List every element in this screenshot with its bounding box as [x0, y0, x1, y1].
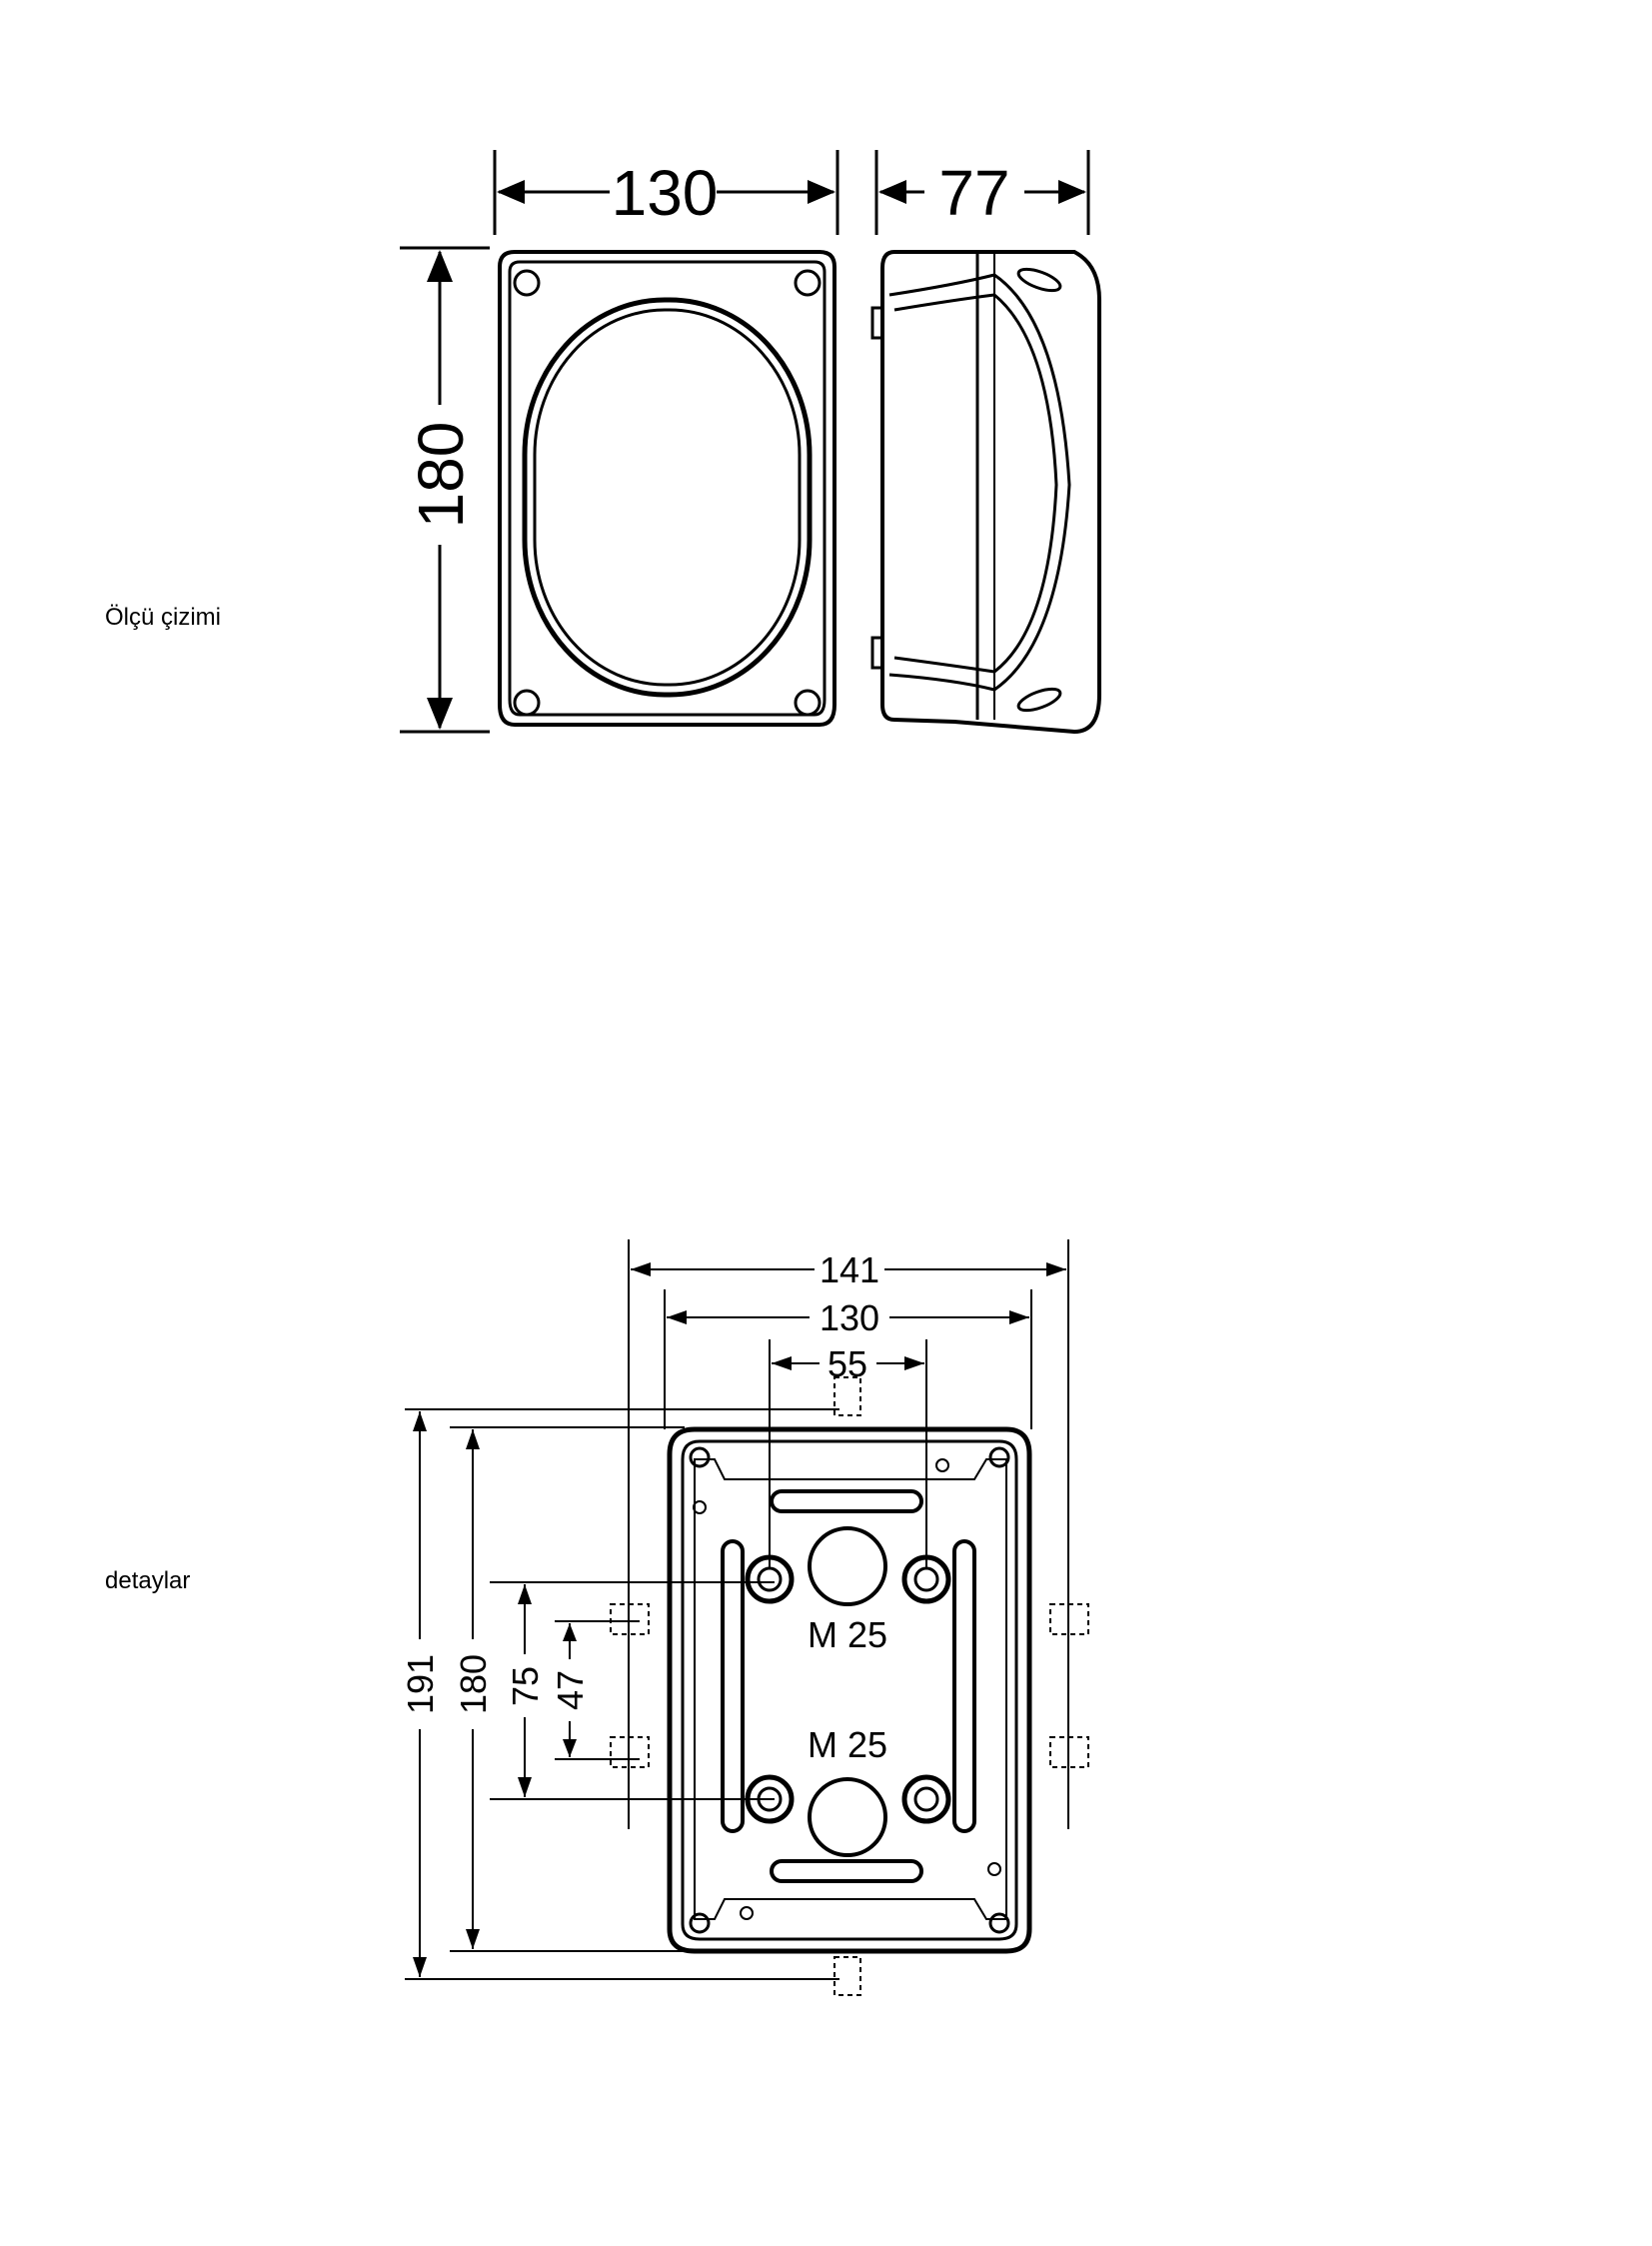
dimension-hole-spacing: 55: [769, 1339, 927, 1569]
slot-icon: [952, 1539, 976, 1833]
arrow-down-icon: [413, 1957, 427, 1977]
dimension-mount-spacing: 75: [490, 1581, 775, 1800]
mounting-boss-icon: [745, 1774, 795, 1824]
arrow-right-icon: [808, 180, 835, 204]
dimension-inner-spacing: 47: [550, 1620, 640, 1760]
screw-hole-icon: [513, 689, 541, 717]
section-label-measure-drawing: Ölçü çizimi: [105, 604, 222, 631]
arrow-left-icon: [631, 1262, 651, 1276]
slot-icon: [721, 1539, 745, 1833]
arrow-up-icon: [563, 1623, 577, 1641]
arrow-left-icon: [497, 180, 525, 204]
screw-hole-icon: [513, 269, 541, 297]
arrow-left-icon: [667, 1310, 687, 1324]
dimension-overall-width: 141: [628, 1239, 1069, 1829]
arrow-left-icon: [878, 180, 906, 204]
mounting-boss-icon: [901, 1554, 951, 1604]
arrow-right-icon: [1046, 1262, 1066, 1276]
enclosure-side-view: [870, 250, 1101, 735]
slot-icon: [1016, 687, 1062, 713]
dimension-width: 130: [493, 150, 839, 235]
dimension-label-depth: 77: [938, 157, 1009, 229]
mounting-boss-icon: [745, 1554, 795, 1604]
arrow-down-icon: [518, 1777, 532, 1797]
cable-entry-bottom-icon: [808, 1777, 887, 1857]
cable-entry-label-bottom: M 25: [808, 1724, 887, 1765]
arrow-right-icon: [904, 1356, 924, 1370]
mounting-lug-icon: [610, 1736, 650, 1768]
arrow-left-icon: [772, 1356, 792, 1370]
cable-entry-top-icon: [808, 1526, 887, 1606]
arrow-up-icon: [413, 1411, 427, 1431]
dimension-height: 180: [400, 246, 490, 734]
dimension-drawing-details: 141 130 55 191 180: [400, 1239, 1089, 1996]
screw-hole-icon: [794, 269, 822, 297]
slot-icon: [1016, 267, 1062, 293]
mounting-lug-icon: [610, 1603, 650, 1635]
mounting-lug-icon: [833, 1956, 861, 1996]
arrow-down-icon: [466, 1929, 480, 1949]
slot-icon: [770, 1489, 923, 1513]
dimension-depth: 77: [874, 150, 1090, 235]
dimension-height: 180: [450, 1426, 685, 1952]
dimension-label-overall-width: 141: [820, 1249, 879, 1290]
arrow-right-icon: [1009, 1310, 1029, 1324]
dimension-label-height: 180: [453, 1654, 494, 1714]
mounting-lug-icon: [833, 1376, 861, 1416]
cable-entry-label-top: M 25: [808, 1614, 887, 1655]
dimension-label-width: 130: [612, 157, 719, 229]
dimension-label-inner-spacing: 47: [550, 1670, 591, 1710]
dimension-label-width: 130: [820, 1297, 879, 1338]
arrow-up-icon: [518, 1584, 532, 1604]
screw-hole-icon: [794, 689, 822, 717]
dimension-width: 130: [664, 1289, 1032, 1429]
arrow-up-icon: [427, 250, 453, 282]
dimension-label-mount-spacing: 75: [505, 1666, 546, 1706]
arrow-right-icon: [1058, 180, 1086, 204]
arrow-down-icon: [563, 1739, 577, 1757]
dimension-label-overall-height: 191: [400, 1654, 441, 1714]
section-label-details: detaylar: [105, 1567, 191, 1594]
enclosure-base-view: M 25 M 25: [610, 1376, 1089, 1996]
slot-icon: [770, 1859, 923, 1883]
mounting-lug-icon: [1049, 1736, 1089, 1768]
dimension-drawing-front-side: 130 77 180: [400, 150, 1101, 735]
mounting-boss-icon: [901, 1774, 951, 1824]
arrow-down-icon: [427, 698, 453, 730]
enclosure-front-view: [498, 250, 836, 727]
arrow-up-icon: [466, 1429, 480, 1449]
mounting-lug-icon: [1049, 1603, 1089, 1635]
dimension-label-height: 180: [405, 422, 477, 529]
dimension-overall-height: 191: [400, 1408, 839, 1980]
